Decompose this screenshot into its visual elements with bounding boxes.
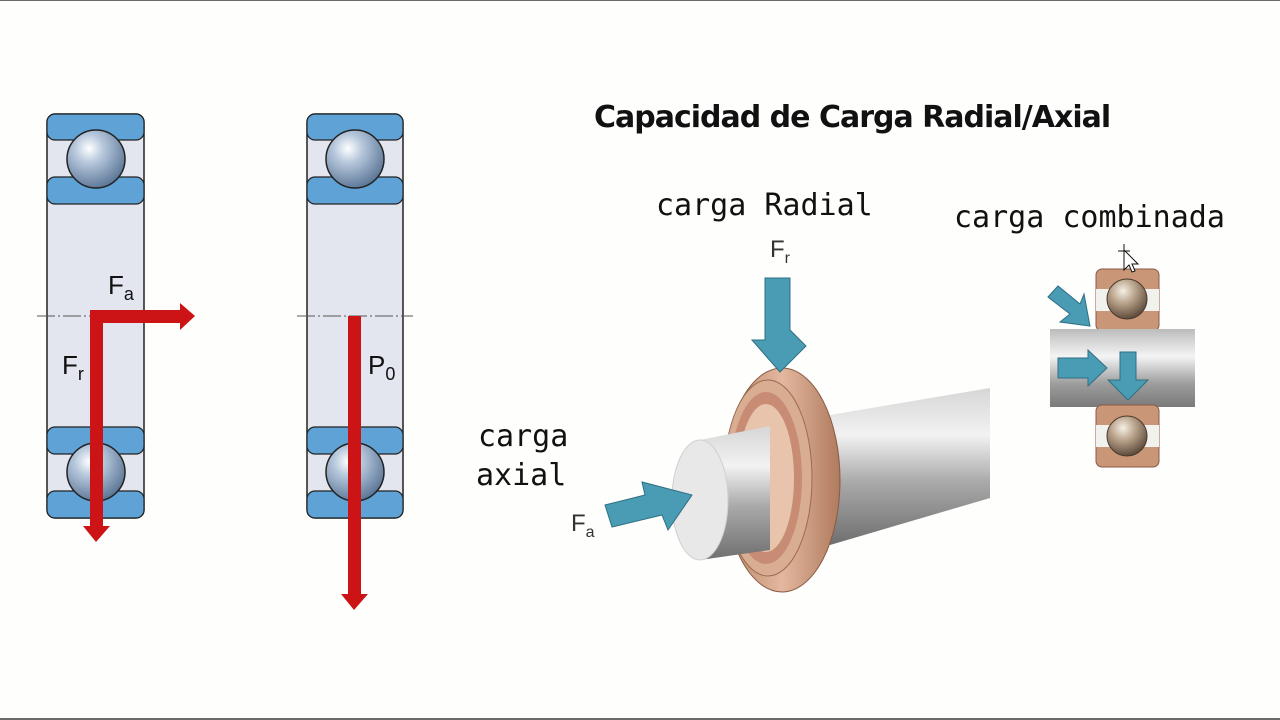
frame-top-border xyxy=(0,0,1280,1)
combined-load-label: carga combinada xyxy=(954,200,1225,235)
axial-force-label-3d: Fa xyxy=(571,510,595,541)
equivalent-load-label: P0 xyxy=(368,350,396,384)
axial-load-label-line1: carga xyxy=(478,419,569,454)
frame-bottom-border xyxy=(0,718,1280,720)
radial-force-label-3d: Fr xyxy=(770,236,790,267)
bearing-diagram-combined xyxy=(37,113,195,542)
combined-axial-arrow xyxy=(1057,348,1108,388)
axial-force-arrow xyxy=(90,303,195,330)
combined-load-illustration xyxy=(1047,244,1195,468)
axial-load-label-line2: axial xyxy=(476,458,567,493)
combined-radial-arrow xyxy=(1106,351,1150,401)
radial-load-arrow-teal xyxy=(750,277,807,373)
combined-diagonal-arrow xyxy=(1047,285,1091,327)
axial-load-arrow-teal xyxy=(604,481,693,532)
radial-force-label: Fr xyxy=(62,350,84,384)
shaft-bearing-illustration xyxy=(604,277,990,593)
slide-title: Capacidad de Carga Radial/Axial xyxy=(594,100,1111,135)
radial-load-label: carga Radial xyxy=(656,188,873,223)
axial-force-label: Fa xyxy=(108,270,134,304)
bearing-diagram-equivalent xyxy=(297,113,413,610)
equivalent-load-arrow xyxy=(341,316,368,610)
mouse-cursor-icon xyxy=(1118,244,1140,273)
radial-force-arrow xyxy=(83,310,110,542)
